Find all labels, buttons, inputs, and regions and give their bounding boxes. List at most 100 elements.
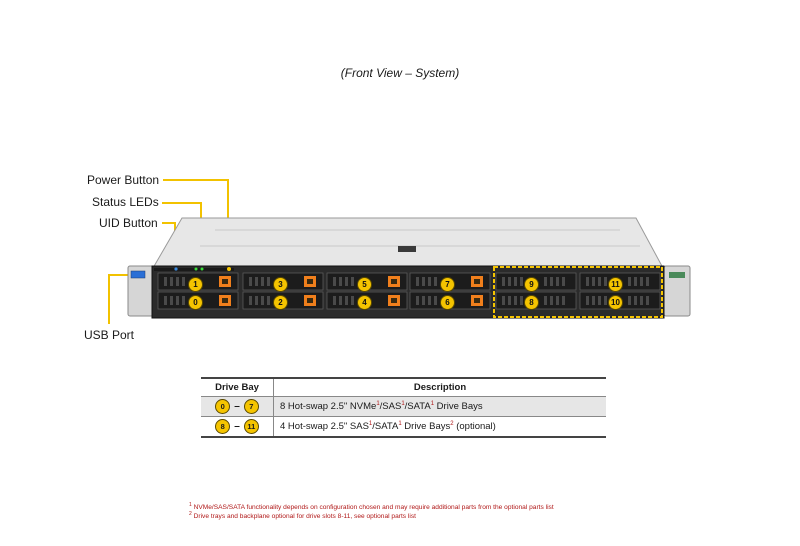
footnote-mark: 1 <box>189 502 192 508</box>
usb-port-label: USB Port <box>84 328 135 342</box>
power-button-leader <box>163 179 229 181</box>
vent-slot <box>520 277 523 286</box>
description-cell: 8 Hot-swap 2.5" NVMe1/SAS1/SATA1 Drive B… <box>273 396 606 417</box>
vent-slot <box>422 296 425 305</box>
optional-bays-outline <box>493 266 663 318</box>
footnote-ref: 2 <box>450 420 454 427</box>
status-led-icon <box>200 267 204 271</box>
desc-text: /SAS <box>379 401 402 413</box>
latch-icon <box>391 298 397 303</box>
vent-slot <box>502 277 505 286</box>
status-led-icon <box>194 267 198 271</box>
desc-text: Drive Bays <box>434 401 483 413</box>
status-leds-leader <box>162 202 202 204</box>
chassis-top-lid <box>152 217 664 269</box>
footnote-ref: 1 <box>376 400 380 407</box>
figure-caption: (Front View – System) <box>340 66 460 80</box>
vent-slot <box>333 296 336 305</box>
range-dash: – <box>234 421 240 432</box>
vent-slot <box>249 296 252 305</box>
bay-range-end: 11 <box>243 419 259 434</box>
bay-range-cell: 0 – 7 <box>201 396 274 417</box>
bay-badge-9: 9 <box>524 277 539 292</box>
vent-slot <box>267 277 270 286</box>
vent-slot <box>598 277 601 286</box>
uid-button-leader <box>162 222 176 224</box>
table-header-drive-bay: Drive Bay <box>201 377 274 397</box>
bay-badge-8: 8 <box>524 295 539 310</box>
vent-slot <box>416 296 419 305</box>
vent-slot <box>604 296 607 305</box>
vent-slot <box>422 277 425 286</box>
desc-text: 4 Hot-swap 2.5" SAS <box>280 421 369 433</box>
vent-slot <box>640 277 643 286</box>
vent-slot <box>351 296 354 305</box>
desc-text: /SATA <box>372 421 399 433</box>
footnote-ref: 1 <box>368 420 373 427</box>
vent-slot <box>333 277 336 286</box>
vent-slot <box>416 277 419 286</box>
footnote-text: Drive trays and backplane optional for d… <box>191 513 416 521</box>
vent-slot <box>434 277 437 286</box>
vent-slot <box>339 277 342 286</box>
vent-slot <box>249 277 252 286</box>
status-leds-label: Status LEDs <box>92 195 159 209</box>
vent-slot <box>170 277 173 286</box>
bay-badge-11: 11 <box>608 277 623 292</box>
bay-badge-4: 4 <box>357 295 372 310</box>
bay-badge-3: 3 <box>273 277 288 292</box>
vent-slot <box>428 277 431 286</box>
desc-text: /SATA <box>404 401 431 413</box>
usb-port-leader <box>108 274 110 324</box>
latch-icon <box>474 279 480 284</box>
vent-slot <box>544 277 547 286</box>
vent-slot <box>646 277 649 286</box>
vent-slot <box>562 296 565 305</box>
table-row: 0 – 7 8 Hot-swap 2.5" NVMe1/SAS1/SATA1 D… <box>201 396 606 417</box>
vent-slot <box>351 277 354 286</box>
vent-slot <box>520 296 523 305</box>
vent-slot <box>634 296 637 305</box>
bay-range-cell: 8 – 11 <box>201 416 274 438</box>
vent-slot <box>514 277 517 286</box>
vent-slot <box>628 296 631 305</box>
desc-text: Drive Bays <box>401 421 451 433</box>
footnote-mark: 2 <box>189 511 192 517</box>
vent-slot <box>598 296 601 305</box>
latch-icon <box>307 279 313 284</box>
lid-latch <box>398 246 416 252</box>
vent-slot <box>556 277 559 286</box>
vent-slot <box>514 296 517 305</box>
right-ear-logo <box>669 272 685 278</box>
vent-slot <box>508 296 511 305</box>
vent-slot <box>646 296 649 305</box>
table-header-description: Description <box>273 377 606 397</box>
vent-slot <box>176 277 179 286</box>
vent-slot <box>267 296 270 305</box>
vent-slot <box>164 277 167 286</box>
vent-slot <box>544 296 547 305</box>
vent-slot <box>502 296 505 305</box>
usb-port-leader-top <box>108 274 128 276</box>
footnote-ref: 1 <box>401 400 405 407</box>
vent-slot <box>508 277 511 286</box>
footnote-2: 2 Drive trays and backplane optional for… <box>189 511 416 520</box>
drive-bay-table: Drive Bay Description 0 – 7 8 Hot-swap 2… <box>201 377 606 438</box>
vent-slot <box>592 277 595 286</box>
vent-slot <box>562 277 565 286</box>
latch-icon <box>222 298 228 303</box>
vent-slot <box>586 296 589 305</box>
footnote-ref: 1 <box>430 400 435 407</box>
vent-slot <box>434 296 437 305</box>
uid-button-label: UID Button <box>99 216 158 230</box>
vent-slot <box>628 277 631 286</box>
vent-slot <box>428 296 431 305</box>
vent-slot <box>556 296 559 305</box>
footnote-1: 1 NVMe/SAS/SATA functionality depends on… <box>189 502 554 511</box>
vent-slot <box>176 296 179 305</box>
power-button-icon <box>227 267 231 271</box>
vent-slot <box>345 296 348 305</box>
vent-slot <box>261 296 264 305</box>
range-dash: – <box>234 401 240 412</box>
